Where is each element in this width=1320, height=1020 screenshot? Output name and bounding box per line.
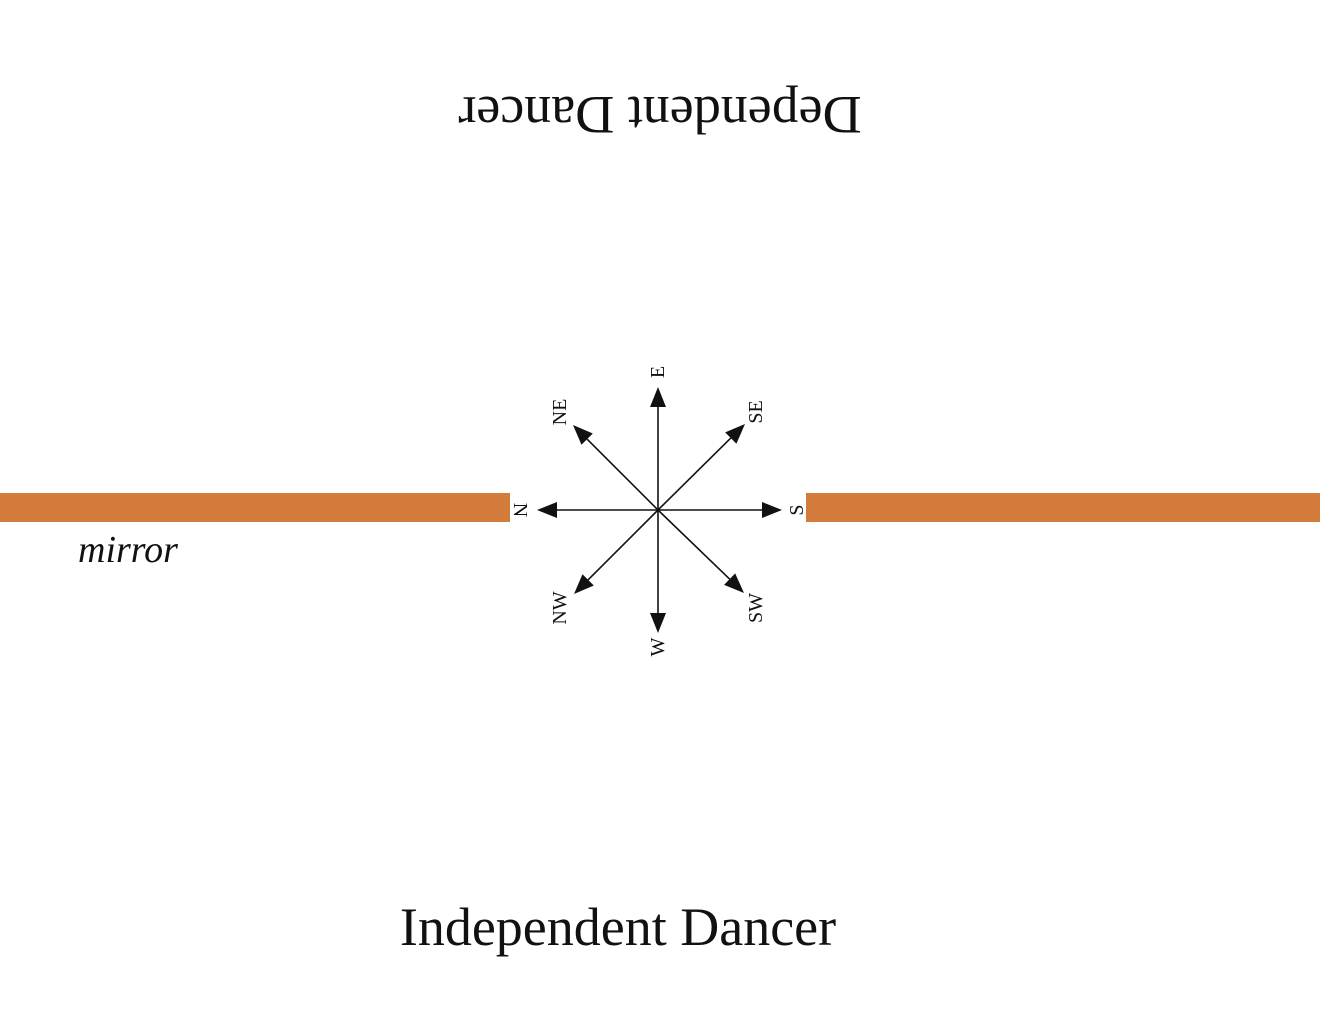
arrow-head-se: [725, 424, 745, 444]
arrow-shaft-ne: [586, 438, 659, 511]
compass-labels: N NE E SE S SW W NW: [509, 366, 808, 657]
arrow-head-s: [762, 502, 782, 518]
direction-label-e: E: [647, 366, 669, 378]
direction-label-n: N: [509, 503, 531, 517]
arrow-head-sw: [724, 573, 744, 593]
direction-label-sw: SW: [745, 593, 767, 623]
direction-label-nw: NW: [549, 591, 571, 624]
mirror-bar-left: [0, 493, 510, 522]
arrow-head-e: [650, 387, 666, 407]
arrow-head-n: [537, 502, 557, 518]
arrow-head-nw: [574, 574, 594, 594]
arrow-shaft-nw: [587, 509, 659, 581]
arrow-head-w: [650, 613, 666, 633]
direction-label-se: SE: [745, 400, 767, 423]
direction-label-ne: NE: [549, 399, 571, 426]
mirror-label: mirror: [78, 529, 178, 571]
arrow-shaft-se: [657, 437, 732, 511]
direction-label-s: S: [786, 504, 808, 515]
mirror-bar-right: [806, 493, 1320, 522]
arrow-head-ne: [573, 425, 593, 445]
independent-dancer-label: Independent Dancer: [399, 897, 837, 957]
arrow-shaft-sw: [657, 509, 731, 580]
compass-arrows: [537, 387, 782, 633]
direction-label-w: W: [647, 637, 669, 656]
